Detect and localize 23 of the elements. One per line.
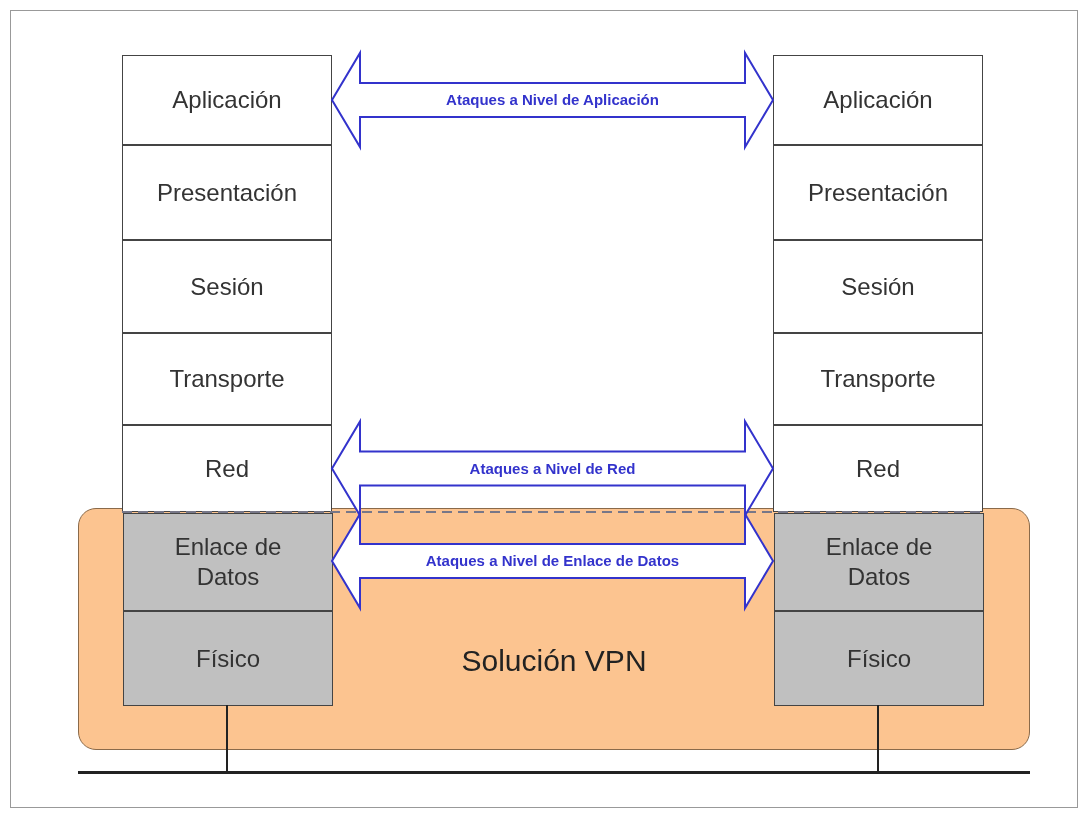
layer-box: Transporte <box>773 333 983 425</box>
layer-box: Presentación <box>122 145 332 240</box>
layer-box: Red <box>773 425 983 512</box>
layer-box: Sesión <box>773 240 983 333</box>
edge-label: Ataques a Nivel de Enlace de Datos <box>425 552 680 570</box>
vpn-region <box>78 508 1030 750</box>
region-label: Solución VPN <box>461 644 647 678</box>
layer-box: Enlace de Datos <box>774 513 984 611</box>
layer-box: Enlace de Datos <box>123 513 333 611</box>
connector-line <box>226 704 228 772</box>
connector-line <box>877 704 879 772</box>
layer-box: Presentación <box>773 145 983 240</box>
layer-box: Red <box>122 425 332 512</box>
layer-box: Aplicación <box>773 55 983 145</box>
edge-label: Ataques a Nivel de Red <box>469 459 636 478</box>
layer-box: Físico <box>123 611 333 706</box>
layer-box: Físico <box>774 611 984 706</box>
edge-label: Ataques a Nivel de Aplicación <box>446 91 659 109</box>
layer-box: Sesión <box>122 240 332 333</box>
bus-line <box>78 771 1030 774</box>
layer-box: Aplicación <box>122 55 332 145</box>
double-block-arrow <box>330 49 775 151</box>
layer-box: Transporte <box>122 333 332 425</box>
